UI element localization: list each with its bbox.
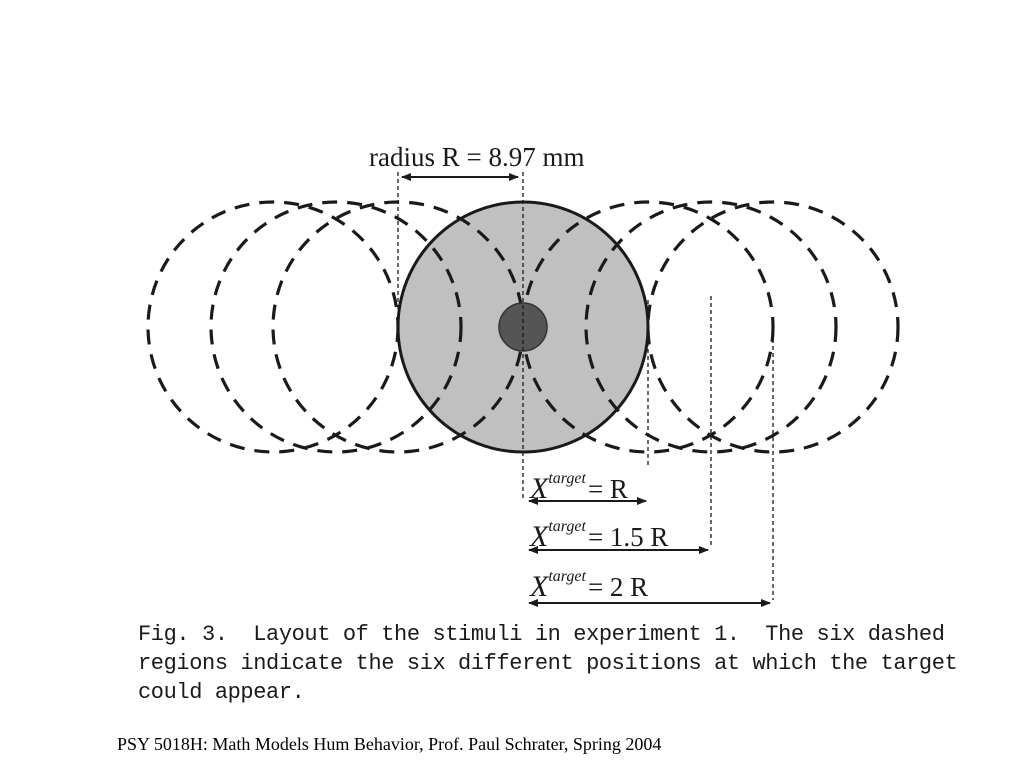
dashed-region-left-mid [209,200,463,454]
caption-line-2: regions indicate the six different posit… [138,651,958,676]
slide-footer: PSY 5018H: Math Models Hum Behavior, Pro… [117,734,662,754]
caption-line-1: Fig. 3. Layout of the stimuli in experim… [138,622,945,647]
x-target-r-label: Xtarget= R [529,470,628,505]
x-target-1-5r-label: Xtarget= 1.5 R [529,518,668,553]
dashed-region-right-far [646,200,900,454]
guide-lines [397,172,774,600]
dashed-region-left-far [146,200,400,454]
figure-caption: Fig. 3. Layout of the stimuli in experim… [138,620,958,707]
caption-line-3: could appear. [138,680,305,705]
dashed-region-right-mid [584,200,838,454]
radius-label: radius R = 8.97 mm [369,142,584,172]
x-target-2r-label: Xtarget= 2 R [529,568,648,603]
